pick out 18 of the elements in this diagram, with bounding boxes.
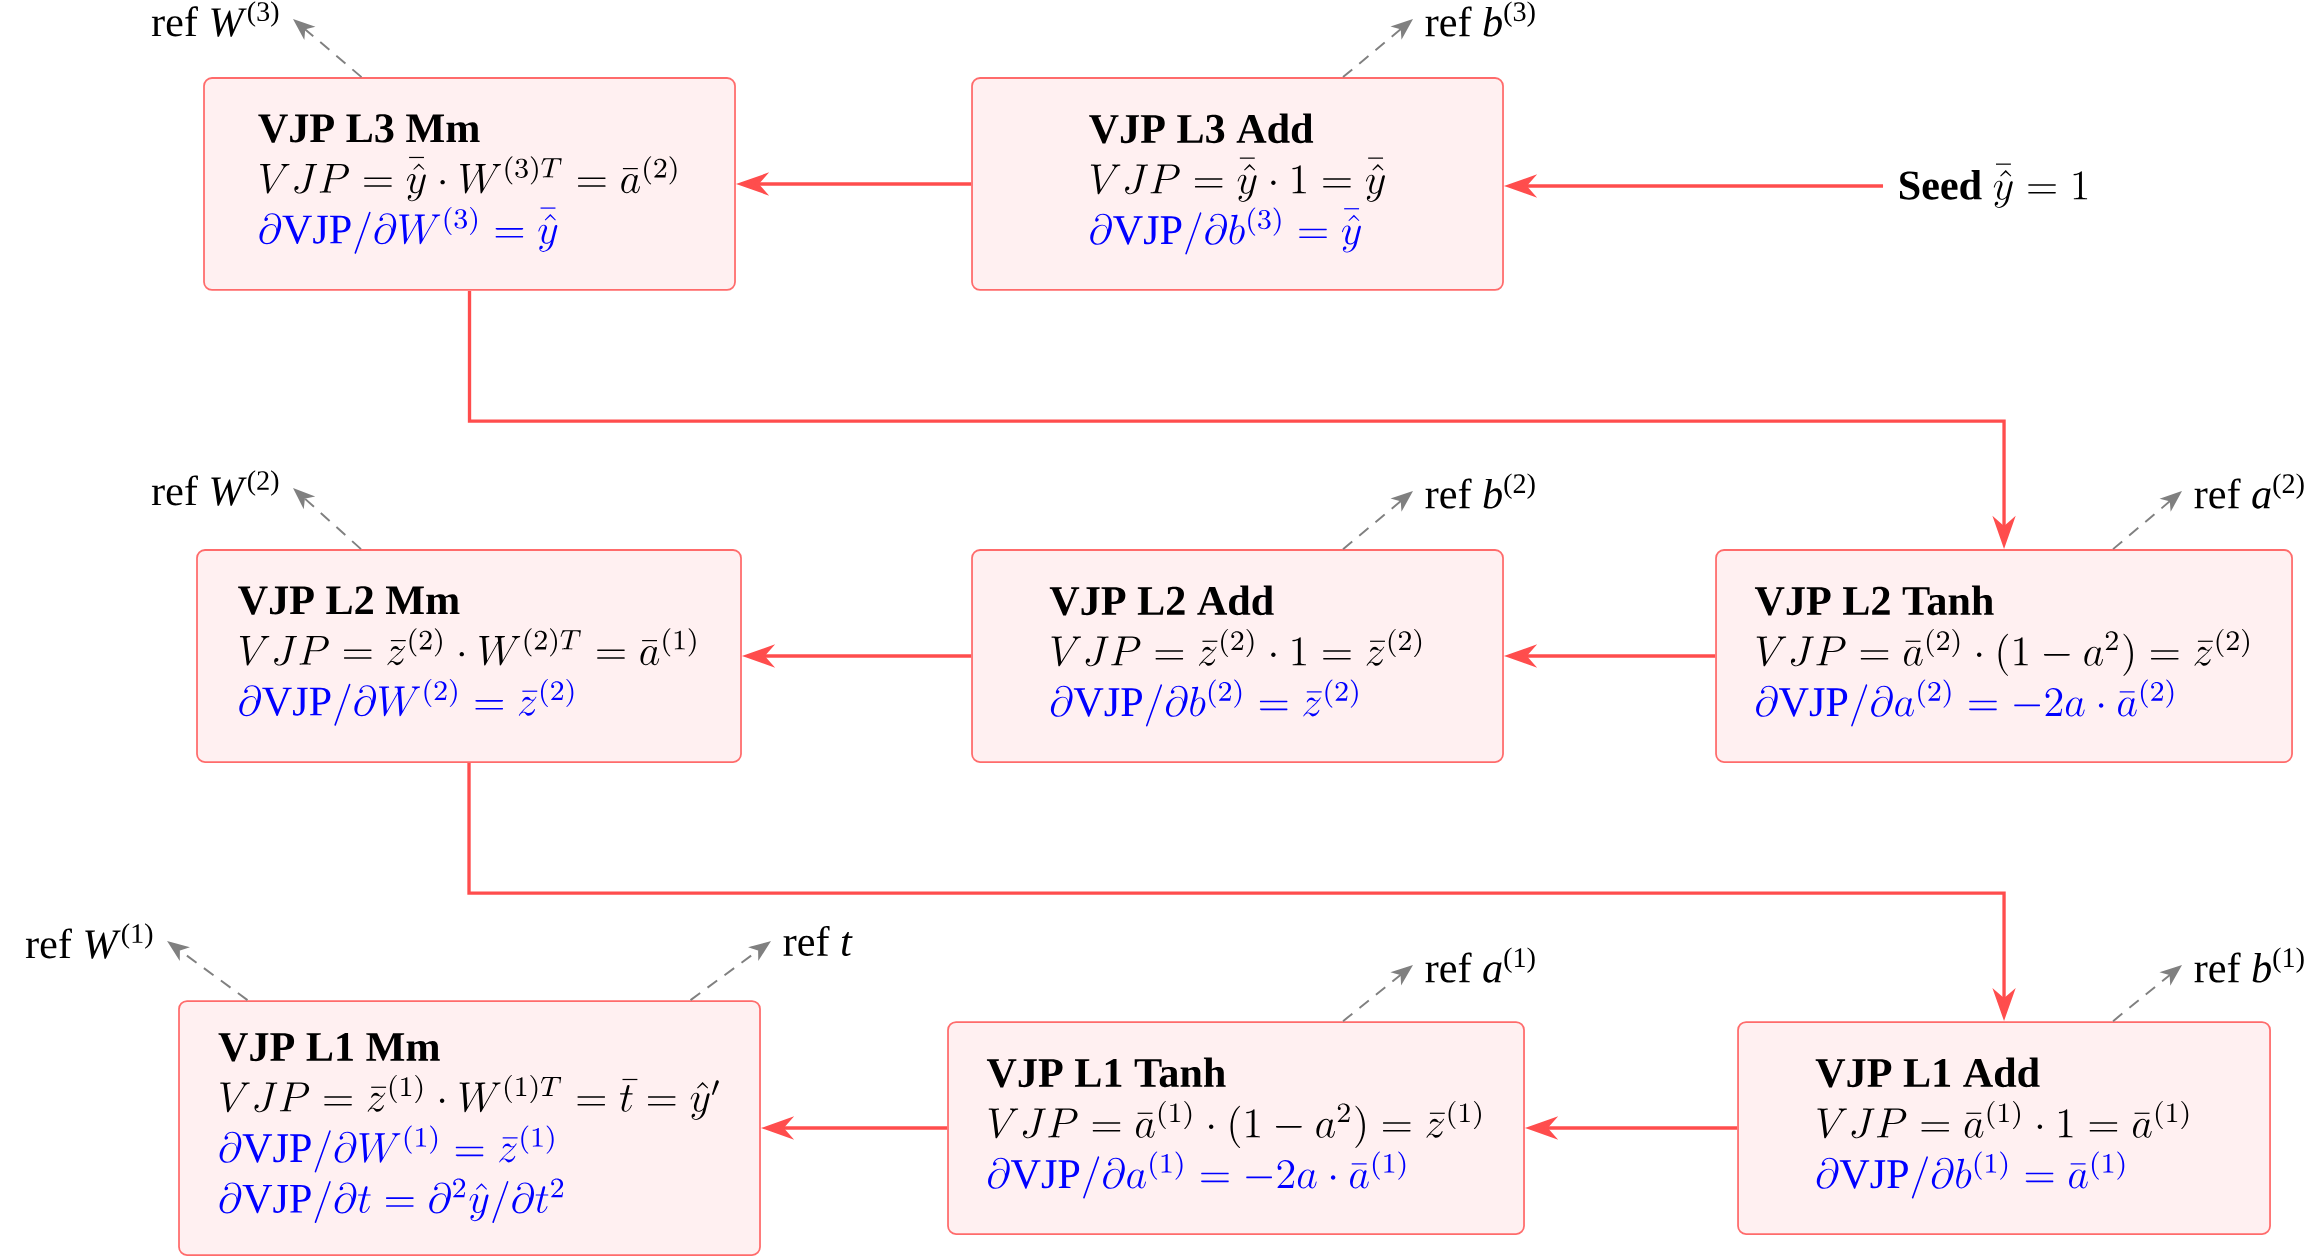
ref-label: ref b$^{(1)}$ xyxy=(2194,947,2304,983)
ref-label: ref t xyxy=(783,925,853,957)
ref-label: ref W$^{(2)}$ xyxy=(151,470,279,506)
ref-label: ref b$^{(3)}$ xyxy=(1425,1,1535,37)
process-box: VJP L2 Tanh $VJP = \bar{a}^{(2)} \cdot (1 - a^2) = \bar{z}^{(2)}$ $\partial \mathrm{VJP} / \partial a^{(2)} = -2a \cdot \bar{a}^{(2)}$ xyxy=(1715,549,2293,763)
ref-label: ref b$^{(2)}$ xyxy=(1425,473,1535,509)
process-box: VJP L2 Mm $VJP = \bar{z}^{(2)} \cdot W^{(2)T} = \bar{a}^{(1)}$ $\partial \mathrm{VJP} / \partial W^{(2)} = \bar{z}^{(2)}$ xyxy=(196,549,742,763)
process-box: VJP L3 Add $VJP = \bar{\hat{y}} \cdot 1 = \bar{\hat{y}}$ $\partial \mathrm{VJP} / \partial b^{(3)} = \bar{\hat{y}}$ xyxy=(971,77,1504,291)
process-box: VJP L2 Add $VJP = \bar{z}^{(2)} \cdot 1 = \bar{z}^{(2)}$ $\partial \mathrm{VJP} / \partial b^{(2)} = \bar{z}^{(2)}$ xyxy=(971,549,1504,763)
ref-label: ref a$^{(2)}$ xyxy=(2194,473,2304,509)
ref-label: ref a$^{(1)}$ xyxy=(1425,947,1535,983)
process-box: VJP L1 Mm $VJP = \bar{z}^{(1)} \cdot W^{(1)T} = \bar{t} = \hat{y}'$ $\partial \mathrm{VJP} / \partial W^{(1)} = \bar{z}^{(1)}$ $\partial \mathrm{VJP} / \partial t = \partial^2 \hat{y} / \partial t^2$ xyxy=(178,1000,761,1256)
ref-label: ref W$^{(3)}$ xyxy=(151,1,279,37)
process-box: VJP L1 Add $VJP = \bar{a}^{(1)} \cdot 1 = \bar{a}^{(1)}$ $\partial \mathrm{VJP} / \partial b^{(1)} = \bar{a}^{(1)}$ xyxy=(1737,1021,2271,1235)
seed-label: $\textbf{Seed}\ \bar{\hat{y}} = 1$ xyxy=(1900,163,2088,208)
process-box: VJP L1 Tanh $VJP = \bar{a}^{(1)} \cdot (1 - a^2) = \bar{z}^{(1)}$ $\partial \mathrm{VJP} / \partial a^{(1)} = -2a \cdot \bar{a}^{(1)}$ xyxy=(947,1021,1525,1235)
process-box: VJP L3 Mm $VJP = \bar{\hat{y}} \cdot W^{(3)T} = \bar{a}^{(2)}$ $\partial \mathrm{VJP} / \partial W^{(3)} = \bar{\hat{y}}$ xyxy=(203,77,736,291)
ref-label: ref W$^{(1)}$ xyxy=(25,923,153,959)
